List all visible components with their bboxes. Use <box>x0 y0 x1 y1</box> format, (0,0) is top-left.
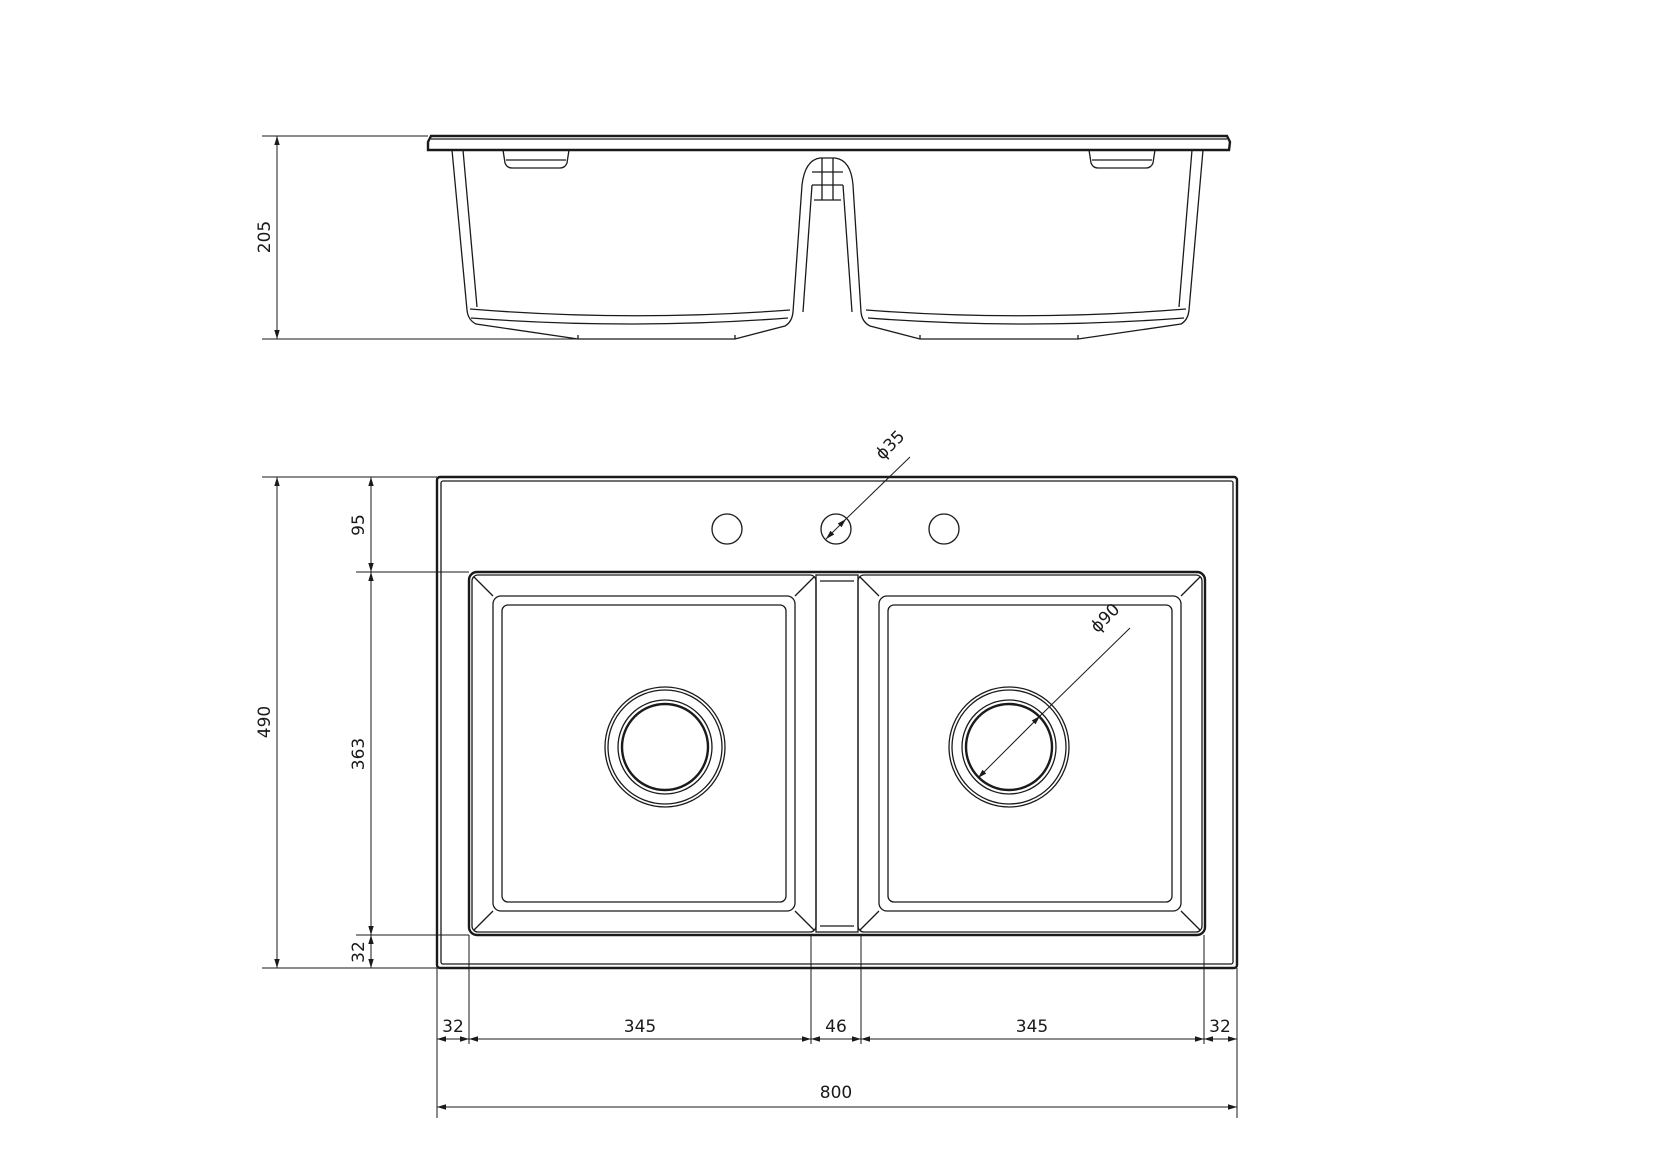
dim-divider-label: 46 <box>825 1017 847 1037</box>
dim-overall-depth-label: 490 <box>255 706 275 738</box>
tap-hole-right <box>928 513 960 545</box>
dim-front-margin-label: 32 <box>349 941 369 963</box>
dim-depth-label: 205 <box>255 221 275 253</box>
dim-bowl-length-label: 363 <box>349 738 369 770</box>
right-drain <box>948 686 1070 808</box>
side-view: 205 <box>255 134 1232 340</box>
dim-left-bowl-label: 345 <box>624 1017 656 1037</box>
dim-overall-width-label: 800 <box>820 1083 852 1103</box>
sink-outline <box>435 475 1239 970</box>
dimensions: 490 95 363 32 32 345 46 345 32 800 <box>255 476 1238 1118</box>
tap-hole-center <box>820 513 852 545</box>
dim-left-margin-label: 32 <box>442 1017 464 1037</box>
tap-hole-left <box>711 513 743 545</box>
left-bowl <box>471 574 817 933</box>
top-view: ϕ35 ϕ90 <box>435 427 1239 970</box>
side-left-overflow <box>502 149 570 169</box>
dim-right-bowl-label: 345 <box>1016 1017 1048 1037</box>
right-bowl: ϕ90 <box>857 574 1203 933</box>
side-right-overflow <box>1088 149 1156 169</box>
side-rim <box>426 134 1232 152</box>
divider <box>815 574 859 933</box>
dim-right-margin-label: 32 <box>1209 1017 1231 1037</box>
side-left-bowl <box>451 149 1204 340</box>
dim-tap-zone-label: 95 <box>349 514 369 536</box>
left-drain <box>604 686 726 808</box>
tap-diameter-label: ϕ35 <box>872 427 909 464</box>
